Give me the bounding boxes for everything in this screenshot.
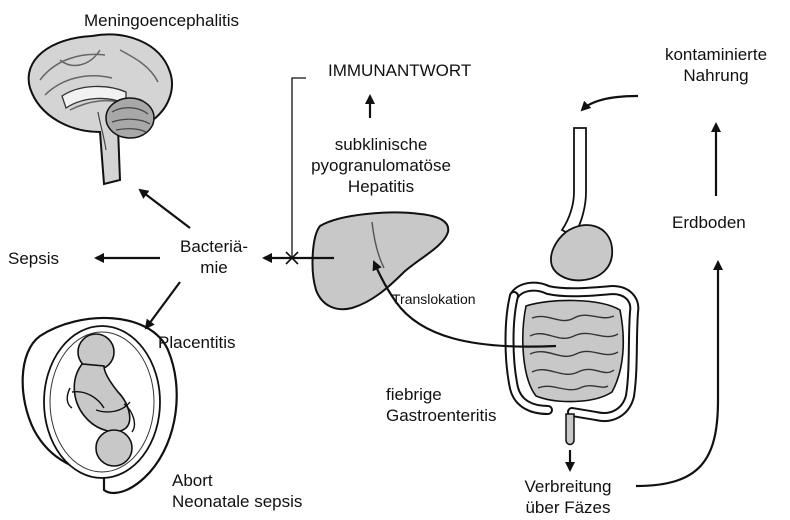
label-pyogranulomatose: pyogranulomatöse (306, 155, 456, 176)
label-erdboden: Erdboden (672, 212, 746, 233)
label-hepatitis-block: subklinische pyogranulomatöse Hepatitis (306, 134, 456, 197)
label-verbreitung: Verbreitung (498, 476, 638, 497)
arrow-food-to-gut (582, 96, 638, 110)
label-verbreitung-block: Verbreitung über Fäzes (498, 476, 638, 518)
label-neonatale-sepsis: Neonatale sepsis (172, 491, 302, 512)
label-bacteriaemia: Bacteriä- mie (166, 236, 262, 278)
label-nahrung: Nahrung (642, 65, 790, 86)
label-sepsis: Sepsis (8, 248, 59, 269)
label-bacteria: Bacteriä- (166, 236, 262, 257)
label-ueber-faezes: über Fäzes (498, 497, 638, 518)
label-abort-block: Abort Neonatale sepsis (172, 470, 302, 512)
label-immunantwort: IMMUNANTWORT (328, 60, 471, 81)
arrow-to-placentitis (146, 282, 180, 328)
brain-icon (29, 35, 172, 185)
label-gastroenteritis-block: fiebrige Gastroenteritis (386, 384, 497, 426)
label-placentitis: Placentitis (158, 332, 235, 353)
label-mie: mie (166, 257, 262, 278)
immune-bracket-line (292, 78, 306, 258)
label-translokation: Translokation (392, 290, 476, 308)
uterus-fetus-icon (23, 318, 177, 493)
label-fiebrige: fiebrige (386, 384, 497, 405)
label-gastroenteritis: Gastroenteritis (386, 405, 497, 426)
arrow-to-meningoencephalitis (140, 190, 190, 228)
gut-icon (510, 128, 635, 445)
label-abort: Abort (172, 470, 302, 491)
label-kontaminierte-nahrung: kontaminierte Nahrung (642, 44, 790, 86)
arrow-faeces-to-soil (636, 262, 718, 486)
label-subklinische: subklinische (306, 134, 456, 155)
label-hepatitis: Hepatitis (306, 176, 456, 197)
label-meningoencephalitis: Meningoencephalitis (84, 10, 239, 31)
label-kontaminierte: kontaminierte (642, 44, 790, 65)
